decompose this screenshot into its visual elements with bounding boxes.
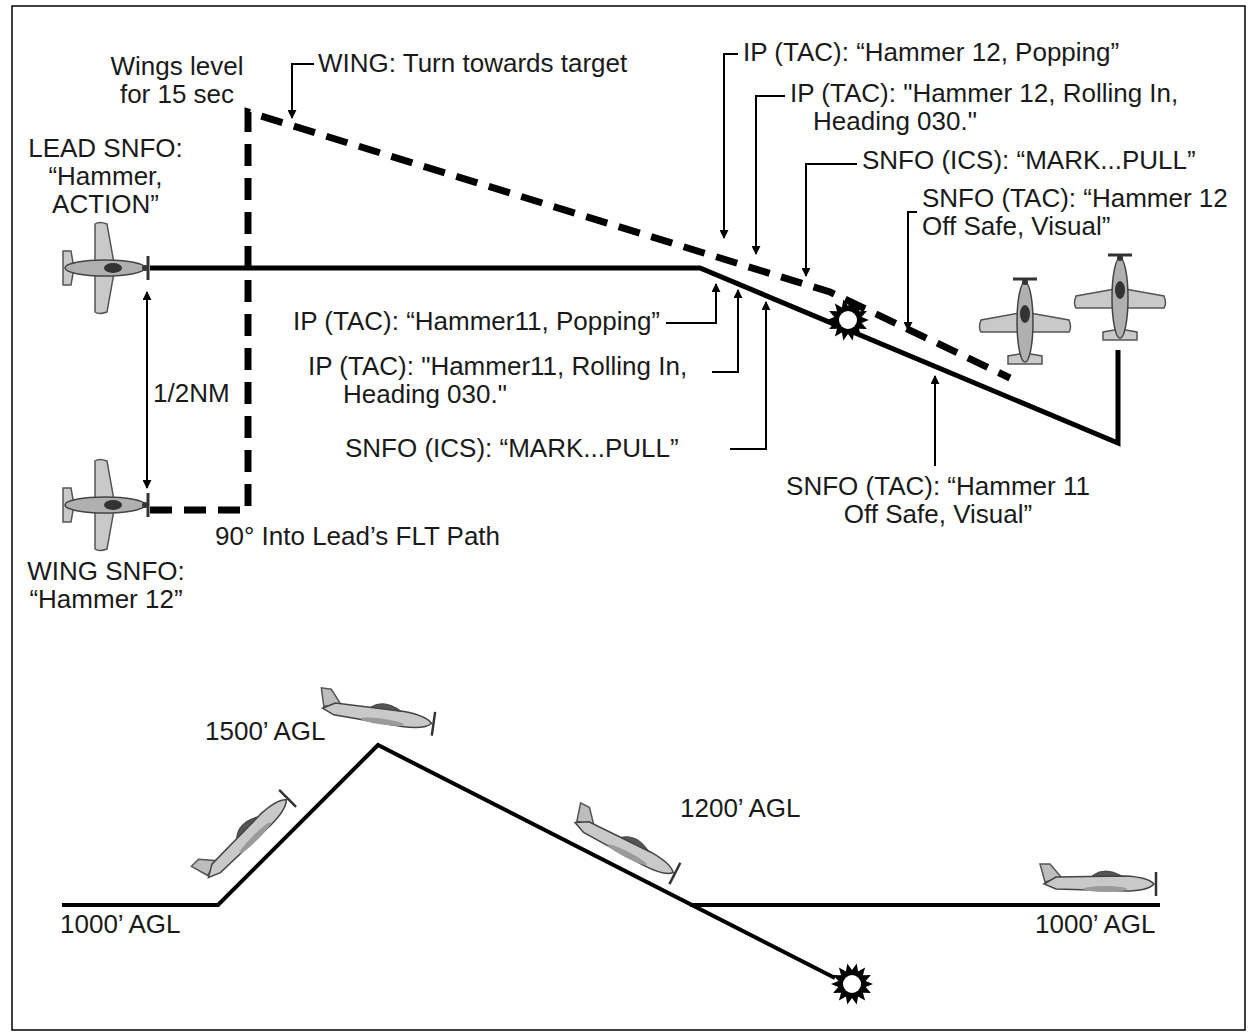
annotation-label: 1/2NM — [153, 379, 230, 407]
wing-aircraft — [980, 279, 1071, 364]
lead-flight-path — [150, 268, 1118, 443]
leader-line — [934, 376, 936, 466]
leader-line — [666, 284, 716, 323]
leader-line — [292, 64, 314, 118]
annotation-label: IP (TAC): “Hammer11, Popping” — [293, 307, 660, 335]
annotation-label: Wings level for 15 sec — [102, 52, 252, 108]
annotation-label: 90° Into Lead’s FLT Path — [215, 522, 500, 550]
annotation-label: IP (TAC): “Hammer 12, Popping” — [743, 38, 1119, 66]
profile-aircraft — [566, 803, 684, 884]
annotation-label: SNFO (TAC): “Hammer 12 Off Safe, Visual” — [922, 184, 1240, 240]
leader-line — [712, 290, 738, 372]
leader-line — [730, 302, 766, 449]
annotation-label: 1500’ AGL — [205, 717, 325, 745]
separation-arrow — [146, 292, 148, 488]
target-burst — [827, 300, 869, 341]
leader-line — [806, 164, 857, 276]
leader-line — [724, 54, 738, 238]
target-symbol — [827, 300, 869, 341]
profile-aircraft — [317, 688, 436, 736]
lead-aircraft — [1075, 255, 1166, 340]
profile-aircraft — [191, 784, 296, 889]
lead-aircraft — [63, 223, 148, 314]
profile-path — [690, 903, 1160, 907]
annotation-label: LEAD SNFO: “Hammer, ACTION” — [18, 134, 193, 218]
annotation-label: 1000’ AGL — [60, 910, 180, 938]
profile-path — [62, 745, 835, 978]
target-burst — [831, 964, 873, 1005]
annotation-label: SNFO (ICS): “MARK...PULL” — [345, 434, 679, 462]
annotation-label: WING SNFO: “Hammer 12” — [16, 557, 196, 613]
frame — [12, 6, 1245, 1030]
wing-aircraft — [63, 460, 148, 551]
leader-line — [756, 96, 785, 254]
profile-aircraft — [1040, 864, 1156, 896]
target-center — [843, 975, 861, 993]
target-center — [839, 311, 857, 329]
annotation-label: WING: Turn towards target — [318, 49, 627, 77]
annotation-label: SNFO (ICS): “MARK...PULL” — [862, 146, 1196, 174]
target-symbol — [831, 964, 873, 1005]
annotation-label: 1200’ AGL — [680, 794, 800, 822]
leader-line — [908, 212, 917, 330]
annotation-label: IP (TAC): "Hammer11, Rolling In, Heading… — [308, 352, 753, 408]
annotation-label: 1000’ AGL — [1035, 910, 1155, 938]
annotation-label: SNFO (TAC): “Hammer 11 Off Safe, Visual” — [778, 472, 1098, 528]
annotation-label: IP (TAC): "Hammer 12, Rolling In, Headin… — [790, 79, 1233, 135]
